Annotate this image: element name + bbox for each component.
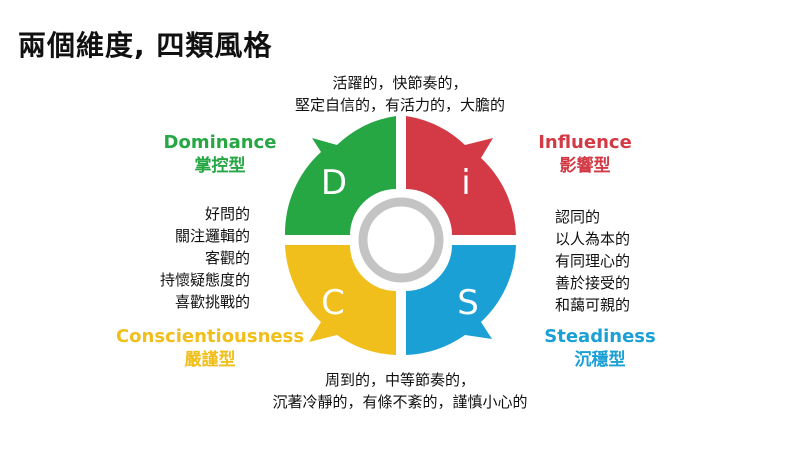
conscientiousness-label-zh: 嚴謹型 <box>184 350 236 370</box>
bottom-description-line: 周到的，中等節奏的， <box>324 371 475 389</box>
top-description-line: 堅定自信的，有活力的，大膽的 <box>294 96 505 114</box>
steadiness-label: Steadiness 沉穩型 <box>510 326 690 372</box>
dominance-label: Dominance 掌控型 <box>140 132 300 178</box>
dominance-label-zh: 掌控型 <box>194 156 246 176</box>
conscientiousness-quadrant <box>285 245 396 355</box>
top-description-line: 活躍的，快節奏的， <box>332 74 468 92</box>
right-description: 認同的 以人為本的 有同理心的 善於接受的 和藹可親的 <box>555 206 705 316</box>
left-description-line: 客觀的 <box>204 249 250 267</box>
left-description-line: 喜歡挑戰的 <box>174 293 250 311</box>
right-description-line: 以人為本的 <box>555 230 631 248</box>
top-description: 活躍的，快節奏的， 堅定自信的，有活力的，大膽的 <box>200 72 600 116</box>
influence-letter: i <box>461 163 470 203</box>
conscientiousness-label-en: Conscientiousness <box>115 326 305 347</box>
influence-quadrant <box>406 116 516 235</box>
dominance-quadrant <box>284 116 396 235</box>
dominance-letter: D <box>321 163 347 203</box>
influence-label: Influence 影響型 <box>505 132 665 178</box>
dominance-label-en: Dominance <box>163 132 277 153</box>
page-title: 兩個維度, 四類風格 <box>18 29 273 62</box>
left-description-line: 持懷疑態度的 <box>159 271 250 289</box>
inner-ring <box>358 197 444 283</box>
right-description-line: 善於接受的 <box>555 274 631 292</box>
influence-label-en: Influence <box>538 132 632 153</box>
right-description-line: 有同理心的 <box>555 252 631 270</box>
steadiness-quadrant <box>406 245 516 355</box>
left-description-line: 關注邏輯的 <box>174 227 250 245</box>
bottom-description: 周到的，中等節奏的， 沉著冷靜的，有條不紊的，謹慎小心的 <box>200 369 600 413</box>
influence-label-zh: 影響型 <box>559 156 611 176</box>
steadiness-label-en: Steadiness <box>544 326 656 347</box>
bottom-description-line: 沉著冷靜的，有條不紊的，謹慎小心的 <box>272 393 528 411</box>
right-description-line: 認同的 <box>555 208 601 226</box>
steadiness-letter: S <box>457 283 479 323</box>
conscientiousness-letter: C <box>321 283 345 323</box>
right-description-line: 和藹可親的 <box>555 296 631 314</box>
left-description-line: 好問的 <box>204 205 250 223</box>
left-description: 好問的 關注邏輯的 客觀的 持懷疑態度的 喜歡挑戰的 <box>100 203 250 313</box>
conscientiousness-label: Conscientiousness 嚴謹型 <box>105 326 315 372</box>
steadiness-label-zh: 沉穩型 <box>574 350 626 370</box>
